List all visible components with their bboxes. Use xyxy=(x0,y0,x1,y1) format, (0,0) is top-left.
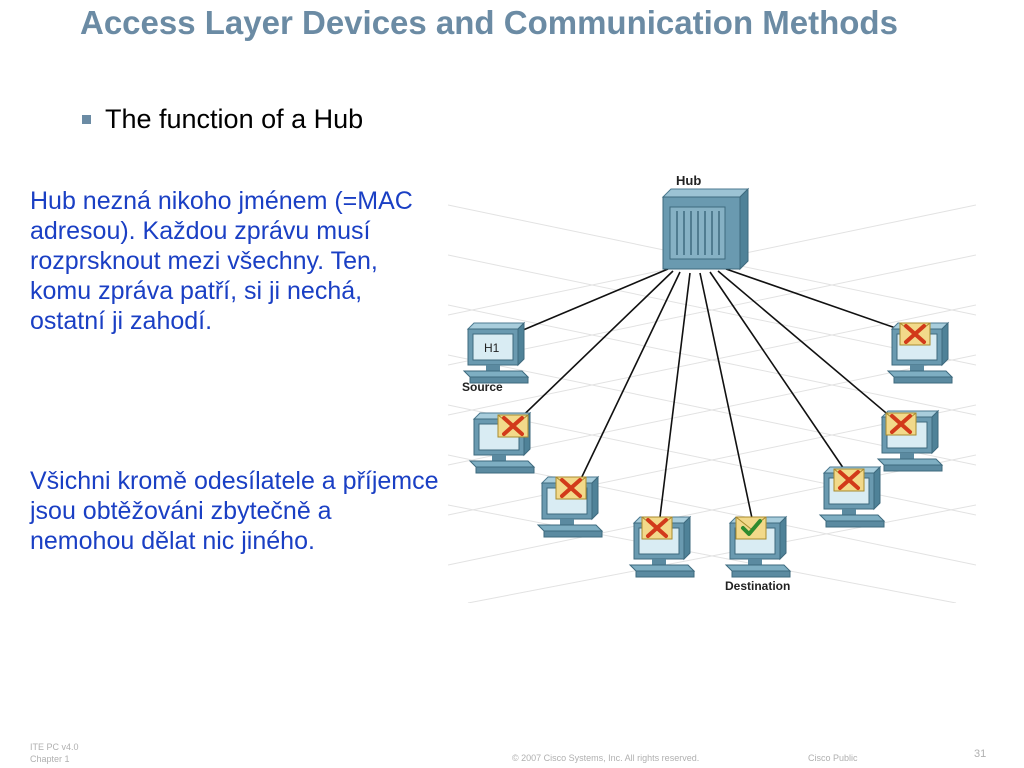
bullet-item: The function of a Hub xyxy=(82,104,363,135)
hub-diagram: Hub xyxy=(448,165,976,603)
bullet-text: The function of a Hub xyxy=(105,104,364,134)
x-envelope-icon xyxy=(832,467,866,493)
x-envelope-icon xyxy=(898,321,932,347)
footer-course-info: ITE PC v4.0 Chapter 1 xyxy=(30,741,79,765)
x-envelope-icon xyxy=(884,411,918,437)
destination-label: Destination xyxy=(725,579,790,593)
hub-device: Hub xyxy=(661,173,750,271)
paragraph-hub-explanation: Hub nezná nikoho jménem (=MAC adresou). … xyxy=(30,187,413,335)
source-pc: H1 xyxy=(463,322,529,384)
footer-course: ITE PC v4.0 xyxy=(30,742,79,752)
page-number: 31 xyxy=(974,748,987,760)
footer-classification: Cisco Public xyxy=(808,753,858,763)
cables xyxy=(507,268,911,524)
hub-label: Hub xyxy=(676,173,701,188)
paragraph-bystanders: Všichni kromě odesílatele a příjemce jso… xyxy=(30,467,439,555)
footer-chapter: Chapter 1 xyxy=(30,754,70,764)
footer-copyright: © 2007 Cisco Systems, Inc. All rights re… xyxy=(512,753,700,763)
x-envelope-icon xyxy=(554,475,588,501)
x-envelope-icon xyxy=(640,515,674,541)
slide-title: Access Layer Devices and Communication M… xyxy=(80,4,898,41)
source-host-label: H1 xyxy=(484,341,500,355)
x-envelope-icon xyxy=(496,413,530,439)
source-label: Source xyxy=(462,380,503,394)
floor-grid xyxy=(448,204,976,603)
check-envelope-icon xyxy=(735,516,767,540)
bullet-square-icon xyxy=(82,115,91,124)
